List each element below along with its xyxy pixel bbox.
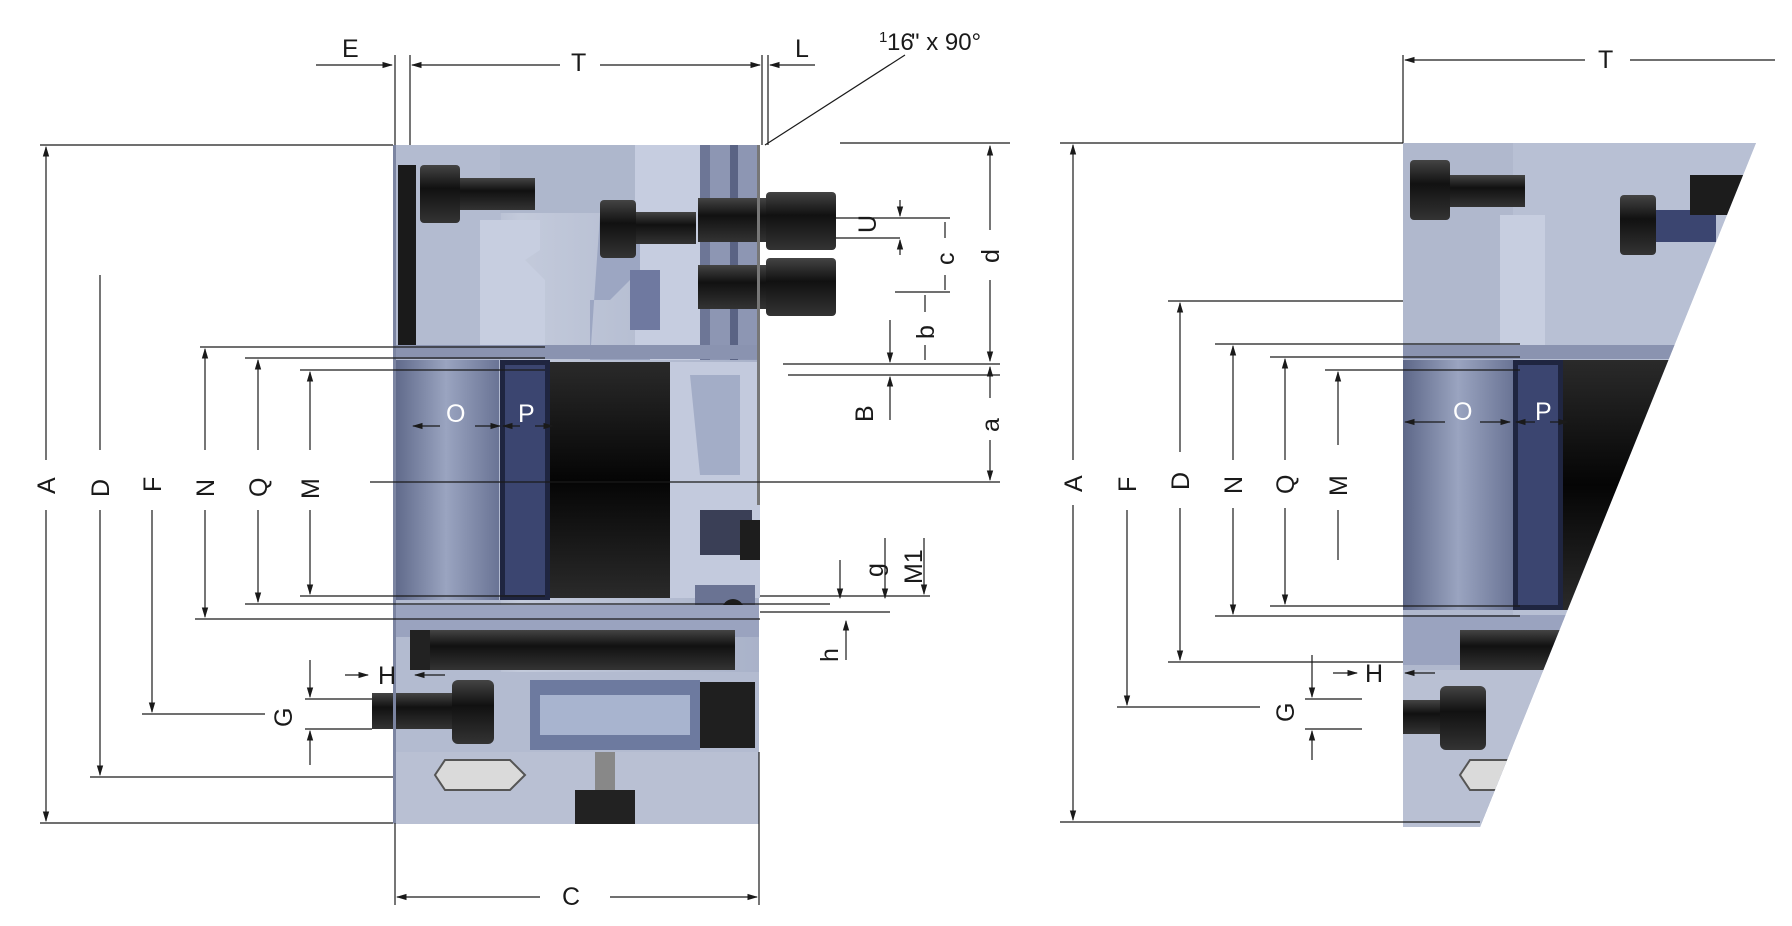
label-L: L <box>795 35 809 63</box>
label-g: g <box>861 563 889 577</box>
label-Q: Q <box>245 478 273 497</box>
label-P: P <box>518 400 535 428</box>
chamfer-note: 1 16 " x 90° <box>879 29 981 56</box>
label-h: h <box>816 648 844 662</box>
label-A-right: A <box>1060 475 1088 492</box>
label-N-right: N <box>1220 476 1248 494</box>
label-Q-right: Q <box>1272 475 1300 494</box>
label-U: U <box>854 215 882 233</box>
label-N: N <box>192 479 220 497</box>
label-D: D <box>87 479 115 497</box>
label-M-right: M <box>1325 475 1353 496</box>
label-G-right: G <box>1272 703 1300 722</box>
right-dimensions <box>1060 55 1775 823</box>
left-labels: E T L 1 16 " x 90° A D F N Q M O P U c d… <box>33 29 1005 911</box>
label-d: d <box>977 249 1005 263</box>
left-chuck-section <box>372 145 836 824</box>
svg-text:16: 16 <box>887 29 914 56</box>
label-F: F <box>139 477 167 492</box>
label-c: c <box>932 253 960 266</box>
label-M1: M1 <box>900 549 928 584</box>
label-E: E <box>342 35 359 63</box>
svg-text:1: 1 <box>879 29 887 46</box>
svg-text:" x 90°: " x 90° <box>911 29 981 56</box>
label-G: G <box>270 708 298 727</box>
label-M: M <box>297 478 325 499</box>
left-dimensions <box>40 54 1010 905</box>
right-labels: T A F D N Q M O P H G <box>1060 46 1613 722</box>
label-A: A <box>33 477 61 494</box>
label-H-right: H <box>1365 660 1383 688</box>
label-T-right: T <box>1598 46 1613 74</box>
label-B: B <box>851 405 879 422</box>
label-D-right: D <box>1167 472 1195 490</box>
label-O: O <box>446 400 465 428</box>
label-a: a <box>977 418 1005 432</box>
label-H: H <box>378 662 396 690</box>
label-b: b <box>912 325 940 339</box>
label-P-right: P <box>1535 398 1552 426</box>
label-T: T <box>571 49 586 77</box>
label-F-right: F <box>1114 477 1142 492</box>
label-O-right: O <box>1453 398 1472 426</box>
right-chuck-section <box>1403 143 1756 827</box>
label-C: C <box>562 883 580 911</box>
